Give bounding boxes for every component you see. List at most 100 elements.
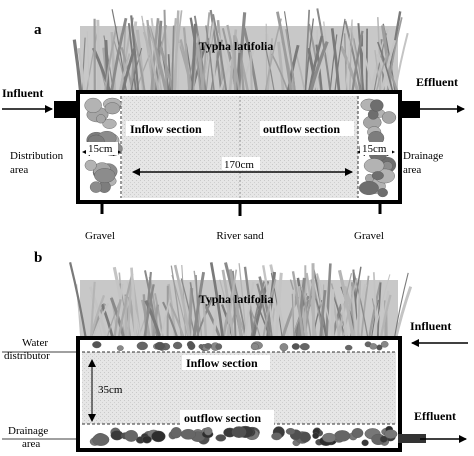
- reed-blade: [103, 26, 118, 93]
- reed-blade: [376, 53, 393, 93]
- panel-b-effluent-label: Effluent: [414, 409, 456, 423]
- panel-a-plant-label: Typha latifolia: [199, 39, 274, 53]
- panel-b-inflow-label: Inflow section: [186, 356, 258, 370]
- panel-b-drainage-line1: Drainage: [8, 425, 48, 437]
- panel-b-drainage-label: Drainage area: [8, 425, 51, 450]
- panel-a-width-middle: 170cm: [224, 159, 254, 171]
- reed-blade: [144, 270, 159, 341]
- reed-blade: [88, 286, 109, 341]
- gravel-stone: [334, 430, 351, 442]
- gravel-stone: [271, 432, 282, 441]
- reed-blade: [305, 272, 318, 341]
- reed-blade: [265, 48, 275, 93]
- gravel-stone: [381, 111, 397, 124]
- reed-blade: [191, 23, 197, 93]
- reed-blade: [365, 28, 368, 93]
- panel-b-outflow-label: outflow section: [184, 411, 261, 425]
- reed-blade: [374, 50, 381, 93]
- panel-a-effluent-label: Effluent: [416, 75, 458, 89]
- panel-a-distribution-line1: Distribution: [10, 150, 64, 162]
- panel-a-inflow-box: [126, 121, 214, 136]
- gravel-stone: [96, 114, 106, 124]
- reed-blade: [209, 262, 225, 341]
- gravel-stone: [215, 434, 227, 442]
- panel-a-influent-label: Influent: [2, 86, 43, 100]
- reed-blade: [193, 15, 207, 93]
- reed-blade: [226, 269, 238, 341]
- panel-b-outlet-pipe: [398, 434, 426, 443]
- panel-b-plant-label: Typha latifolia: [199, 292, 274, 306]
- reed-blade: [301, 287, 312, 341]
- gravel-stone: [369, 343, 378, 350]
- reed-blade: [393, 286, 413, 341]
- panel-a-width-right-box: [360, 142, 392, 155]
- reed-blade: [233, 35, 237, 93]
- panel-b-tank-frame: [76, 336, 402, 452]
- reed-blade: [357, 23, 365, 93]
- reed-blade: [308, 35, 324, 93]
- reed-blade: [393, 272, 409, 341]
- reed-blade: [182, 27, 191, 93]
- gravel-stone: [371, 171, 384, 181]
- gravel-stone: [299, 343, 310, 351]
- reed-blade: [291, 271, 305, 341]
- panel-b: b Typha latifolia Inflow section outflow…: [2, 250, 468, 452]
- reed-blade: [110, 17, 128, 93]
- gravel-stone: [84, 159, 97, 171]
- reed-blade: [351, 30, 364, 93]
- panel-a-width-right: 15cm: [362, 143, 387, 155]
- panel-a-river-sand-label: River sand: [216, 230, 264, 242]
- gravel-stone: [92, 341, 102, 349]
- reed-blade: [297, 285, 309, 341]
- reed-blade: [228, 269, 244, 341]
- reed-blade: [334, 18, 346, 93]
- gravel-stone: [187, 342, 196, 351]
- panel-a-width-middle-box: [222, 157, 260, 170]
- reed-blade: [72, 39, 83, 93]
- reed-blade: [344, 20, 362, 93]
- panel-a-river-sand: [122, 96, 358, 198]
- reed-blade: [337, 269, 355, 341]
- panel-b-distributor-line2: distributor: [4, 350, 50, 362]
- panel-b-distributor-line1: Water: [22, 337, 48, 349]
- reed-blade: [277, 41, 285, 93]
- gravel-stone: [361, 439, 369, 447]
- panel-b-depth-label: 35cm: [98, 384, 123, 396]
- panel-a-gravel: [84, 97, 397, 198]
- gravel-stone: [170, 427, 182, 439]
- panel-b-reeds: [69, 262, 413, 341]
- reed-blade: [367, 281, 382, 341]
- reed-blade: [372, 274, 391, 341]
- reed-blade: [258, 276, 275, 341]
- gravel-stone: [92, 433, 110, 446]
- reed-blade: [192, 35, 200, 93]
- reed-blade: [171, 25, 175, 93]
- gravel-stone: [312, 432, 320, 439]
- gravel-stone: [358, 180, 379, 195]
- reed-blade: [142, 284, 155, 341]
- reed-blade: [130, 15, 140, 93]
- reed-blade: [110, 32, 117, 93]
- panel-a-drainage-line2: area: [403, 164, 421, 176]
- gravel-stone: [102, 118, 117, 129]
- reed-blade: [296, 277, 306, 341]
- reed-blade: [270, 53, 289, 93]
- panel-a-reeds: [72, 8, 409, 93]
- reed-blade: [330, 28, 341, 93]
- panel-a-width-left-box: [86, 142, 118, 155]
- reed-blade: [192, 271, 206, 341]
- reed-blade: [352, 270, 369, 341]
- reed-blade: [163, 9, 168, 93]
- panel-b-letter: b: [34, 250, 42, 266]
- panel-b-inflow-box: [182, 355, 270, 370]
- gravel-stone: [151, 430, 166, 443]
- reed-blade: [304, 18, 315, 93]
- reed-blade: [261, 278, 277, 341]
- reed-blade: [172, 10, 183, 93]
- gravel-stone: [89, 181, 103, 193]
- reed-blade: [345, 19, 353, 93]
- panel-b-influent-label: Influent: [410, 319, 451, 333]
- reed-blade: [380, 39, 397, 93]
- reed-blade: [228, 29, 238, 93]
- gravel-stone: [322, 432, 337, 443]
